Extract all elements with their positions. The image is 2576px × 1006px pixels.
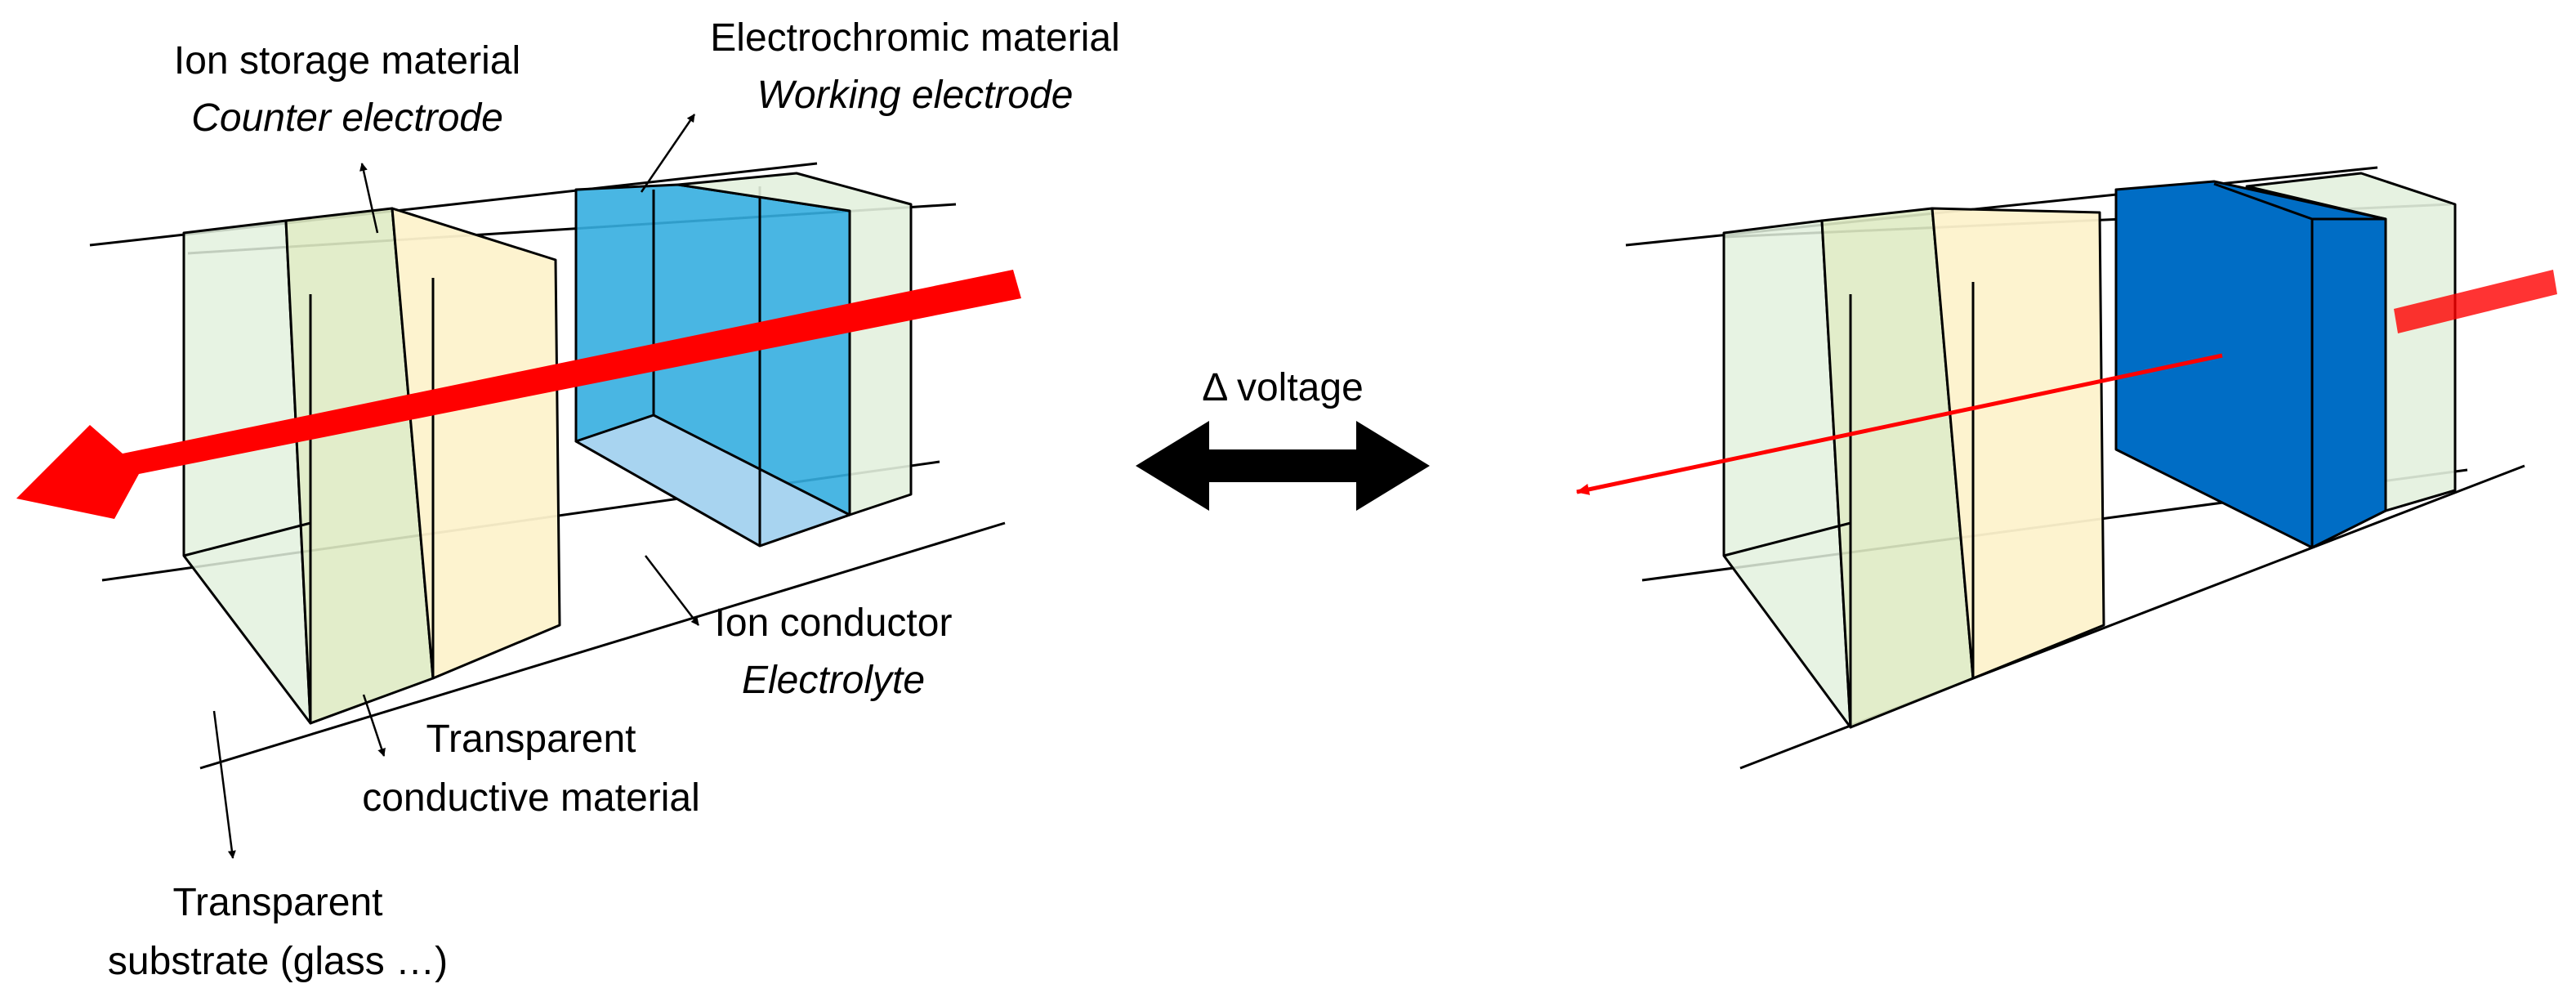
- pointer-ion-storage: [359, 163, 379, 234]
- label-electrochromic-sub: Working electrode: [757, 74, 1074, 117]
- label-voltage: Δ voltage: [1202, 366, 1364, 409]
- light-arrow-attenuated: [1576, 353, 2223, 495]
- inner-edge: [183, 521, 311, 557]
- double-arrow: [1136, 421, 1430, 511]
- label-ion-conductor-title: Ion conductor: [715, 601, 953, 645]
- label-electrochromic-title: Electrochromic material: [710, 16, 1119, 60]
- electrochromic-layer-colored: [2114, 180, 2387, 549]
- pointer-substrate: [212, 710, 236, 859]
- inner-edge: [1723, 521, 1851, 557]
- label-ion-storage-sub: Counter electrode: [191, 96, 503, 140]
- label-ion-storage-title: Ion storage material: [174, 39, 520, 83]
- pointer-electrochromic: [640, 114, 696, 193]
- device-bleached: [16, 162, 1021, 770]
- pointer-tcm: [362, 694, 386, 757]
- label-tcm-line2: conductive material: [362, 776, 700, 820]
- label-tcm-line1: Transparent: [426, 718, 636, 761]
- light-arrow-transmitted: [16, 270, 1021, 519]
- label-substrate-line2: substrate (glass …): [108, 940, 448, 983]
- pointer-ion-conductor: [645, 555, 699, 626]
- light-arrow-incoming: [2394, 270, 2557, 333]
- ion-storage-layer: [1931, 207, 2105, 680]
- device-colored: [1576, 166, 2557, 770]
- label-ion-conductor-sub: Electrolyte: [742, 659, 925, 702]
- rail-bottom-front: [199, 521, 1006, 770]
- label-substrate-line1: Transparent: [172, 881, 382, 924]
- substrate-layer-right: [676, 172, 913, 516]
- inner-edge: [2213, 182, 2313, 221]
